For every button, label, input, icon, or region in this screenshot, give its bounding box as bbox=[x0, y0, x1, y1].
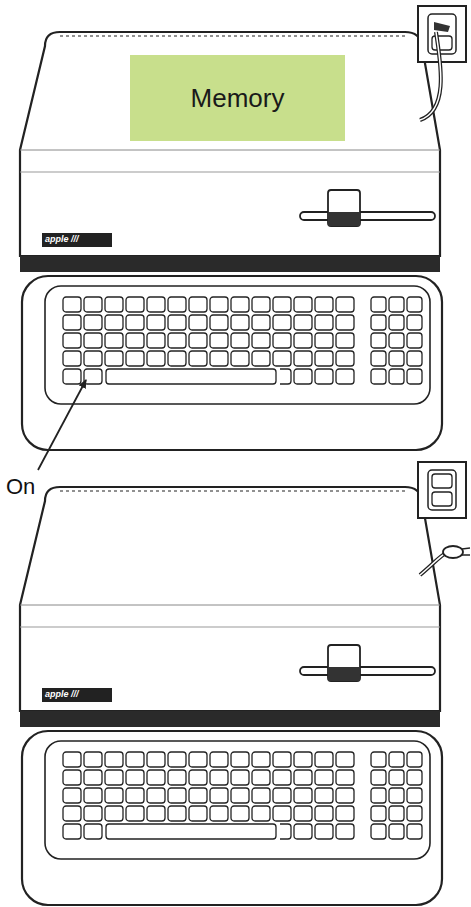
leader-arrow bbox=[38, 380, 86, 470]
computer-on bbox=[20, 32, 442, 450]
wall-outlet bbox=[418, 6, 466, 62]
computer-off bbox=[20, 487, 442, 905]
brand-logo: apple /// bbox=[45, 689, 79, 699]
power-cord bbox=[420, 32, 441, 120]
box-label: Memory bbox=[191, 83, 285, 114]
power-cord bbox=[420, 553, 446, 575]
brand-logo: apple /// bbox=[45, 234, 79, 244]
memory-box: Memory bbox=[130, 55, 345, 141]
callout-label: On bbox=[6, 474, 35, 500]
power-plug bbox=[443, 546, 463, 558]
wall-outlet bbox=[418, 462, 466, 518]
